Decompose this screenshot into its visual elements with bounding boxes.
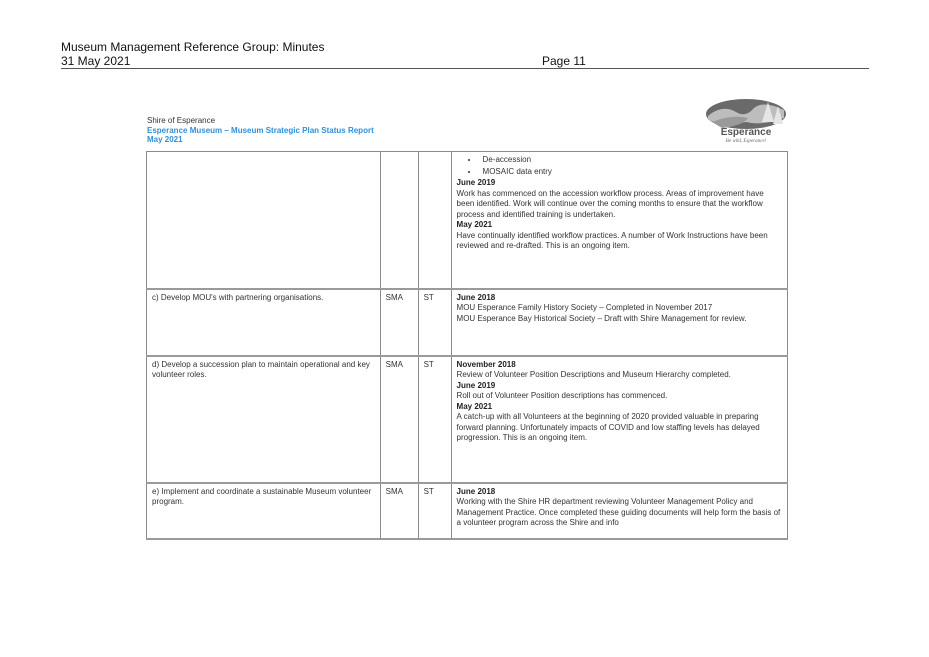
objective-cell: e) Implement and coordinate a sustainabl… (146, 482, 381, 539)
organisation-name: Shire of Esperance (147, 116, 216, 125)
report-heading: Shire of Esperance Esperance Museum – Mu… (147, 116, 374, 145)
shire-of-esperance-logo-icon: Esperance Be wild, Esperance! (702, 96, 790, 146)
table-row: De-accession MOSAIC data entry June 2019… (146, 151, 789, 289)
objective-cell: d) Develop a succession plan to maintain… (146, 355, 381, 483)
update-heading: June 2019 (456, 380, 496, 390)
responsible-cell: SMA (379, 482, 419, 539)
logo-wordmark: Esperance (721, 127, 772, 138)
table-row: c) Develop MOU's with partnering organis… (146, 288, 789, 356)
objective-cell: c) Develop MOU's with partnering organis… (146, 288, 381, 356)
header-divider (61, 68, 869, 69)
timeframe-cell: ST (417, 355, 452, 483)
report-date: May 2021 (147, 135, 183, 144)
timeframe-cell: ST (417, 482, 452, 539)
update-heading: June 2019 (456, 178, 496, 187)
table-row: e) Implement and coordinate a sustainabl… (146, 482, 789, 539)
update-heading: June 2018 (456, 292, 496, 302)
logo-tagline: Be wild, Esperance! (726, 139, 767, 144)
update-text: Working with the Shire HR department rev… (456, 497, 781, 527)
strategic-plan-status-table: De-accession MOSAIC data entry June 2019… (146, 151, 789, 540)
update-heading: May 2021 (456, 401, 493, 411)
list-item: De-accession (479, 155, 782, 166)
bullet-list: De-accession MOSAIC data entry (457, 155, 782, 177)
progress-cell: De-accession MOSAIC data entry June 2019… (450, 151, 789, 289)
update-text: Have continually identified workflow pra… (456, 230, 768, 251)
list-item: MOSAIC data entry (479, 167, 782, 178)
objective-cell (146, 151, 381, 289)
update-text: Roll out of Volunteer Position descripti… (456, 391, 668, 400)
update-text: Work has commenced on the accession work… (456, 188, 764, 219)
page-header: Museum Management Reference Group: Minut… (61, 40, 869, 69)
report-title: Esperance Museum – Museum Strategic Plan… (147, 125, 374, 135)
update-heading: June 2018 (456, 486, 496, 496)
responsible-cell: SMA (379, 288, 419, 356)
timeframe-cell: ST (417, 288, 452, 356)
table-row: d) Develop a succession plan to maintain… (146, 355, 789, 483)
timeframe-cell (417, 151, 452, 289)
progress-cell: November 2018 Review of Volunteer Positi… (450, 355, 789, 483)
update-text: Review of Volunteer Position Description… (456, 370, 731, 379)
update-heading: November 2018 (456, 359, 516, 369)
progress-cell: June 2018 Working with the Shire HR depa… (450, 482, 789, 539)
responsible-cell: SMA (379, 355, 419, 483)
update-text: MOU Esperance Family History Society – C… (456, 303, 747, 323)
progress-cell: June 2018 MOU Esperance Family History S… (450, 288, 789, 356)
meeting-date: 31 May 2021 (61, 54, 131, 68)
page-number: Page 11 (542, 54, 586, 68)
update-heading: May 2021 (456, 220, 493, 229)
responsible-cell (379, 151, 419, 289)
document-title: Museum Management Reference Group: Minut… (61, 40, 325, 54)
update-text: A catch-up with all Volunteers at the be… (456, 412, 760, 442)
